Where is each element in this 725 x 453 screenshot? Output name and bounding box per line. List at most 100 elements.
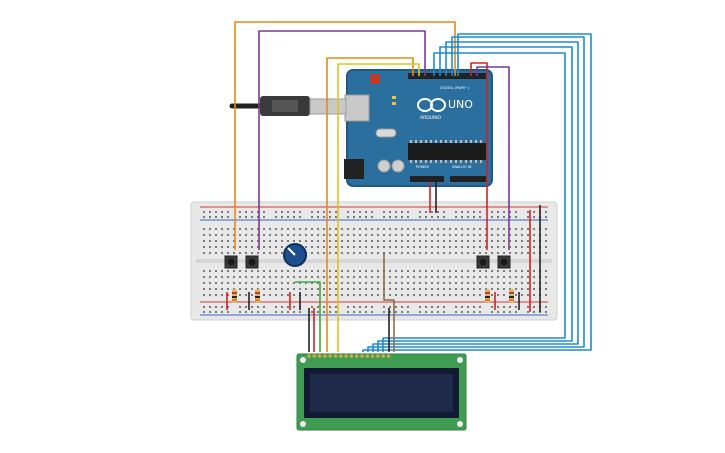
breadboard-hole bbox=[329, 306, 331, 308]
breadboard-hole bbox=[473, 282, 475, 284]
wires bbox=[226, 21, 592, 352]
breadboard-hole bbox=[389, 270, 391, 272]
breadboard-hole bbox=[245, 311, 247, 313]
breadboard-hole bbox=[371, 234, 373, 236]
capacitor-1 bbox=[377, 159, 391, 173]
breadboard-hole bbox=[395, 288, 397, 290]
breadboard-hole bbox=[419, 246, 421, 248]
breadboard-hole bbox=[455, 270, 457, 272]
breadboard-hole bbox=[401, 252, 403, 254]
breadboard-hole bbox=[311, 228, 313, 230]
breadboard-hole bbox=[227, 276, 229, 278]
resistor-3 bbox=[485, 289, 490, 303]
breadboard-hole bbox=[287, 234, 289, 236]
breadboard-hole bbox=[473, 246, 475, 248]
breadboard-hole bbox=[455, 288, 457, 290]
breadboard-hole bbox=[299, 276, 301, 278]
breadboard-hole bbox=[485, 270, 487, 272]
breadboard-hole bbox=[443, 282, 445, 284]
breadboard-hole bbox=[251, 276, 253, 278]
breadboard-hole bbox=[317, 246, 319, 248]
breadboard-hole bbox=[317, 270, 319, 272]
chip-pin bbox=[430, 140, 432, 143]
breadboard-hole bbox=[221, 276, 223, 278]
breadboard-hole bbox=[269, 276, 271, 278]
breadboard-hole bbox=[515, 306, 517, 308]
breadboard-hole bbox=[335, 306, 337, 308]
chip-pin bbox=[420, 160, 422, 163]
breadboard-hole bbox=[443, 246, 445, 248]
breadboard-hole bbox=[215, 294, 217, 296]
breadboard-hole bbox=[341, 252, 343, 254]
breadboard-hole bbox=[527, 282, 529, 284]
breadboard-hole bbox=[365, 306, 367, 308]
chip-pin bbox=[465, 160, 467, 163]
breadboard-hole bbox=[461, 288, 463, 290]
breadboard-hole bbox=[395, 228, 397, 230]
breadboard-hole bbox=[533, 211, 535, 213]
breadboard-hole bbox=[443, 311, 445, 313]
breadboard-hole bbox=[329, 246, 331, 248]
breadboard-hole bbox=[473, 270, 475, 272]
breadboard-hole bbox=[299, 211, 301, 213]
breadboard-hole bbox=[395, 211, 397, 213]
breadboard-hole bbox=[437, 228, 439, 230]
breadboard-hole bbox=[335, 276, 337, 278]
breadboard-hole bbox=[491, 211, 493, 213]
breadboard-hole bbox=[449, 276, 451, 278]
breadboard-hole bbox=[431, 234, 433, 236]
lcd-display bbox=[296, 353, 467, 431]
breadboard-hole bbox=[251, 270, 253, 272]
breadboard-hole bbox=[317, 311, 319, 313]
chip-pin bbox=[475, 140, 477, 143]
chip-pin bbox=[410, 160, 412, 163]
breadboard-hole bbox=[365, 282, 367, 284]
breadboard-hole bbox=[209, 270, 211, 272]
breadboard-hole bbox=[455, 246, 457, 248]
breadboard-hole bbox=[215, 216, 217, 218]
breadboard-hole bbox=[455, 228, 457, 230]
breadboard-hole bbox=[227, 211, 229, 213]
power-jack bbox=[344, 159, 364, 179]
breadboard-hole bbox=[263, 282, 265, 284]
analog-pin-header bbox=[450, 176, 486, 182]
breadboard-hole bbox=[347, 276, 349, 278]
breadboard-hole bbox=[431, 282, 433, 284]
breadboard-hole bbox=[293, 234, 295, 236]
wire-blue-lcd-5 bbox=[362, 33, 592, 352]
breadboard-hole bbox=[443, 288, 445, 290]
breadboard-hole bbox=[497, 240, 499, 242]
breadboard-hole bbox=[479, 276, 481, 278]
breadboard-hole bbox=[395, 306, 397, 308]
breadboard-hole bbox=[275, 276, 277, 278]
breadboard-hole bbox=[545, 228, 547, 230]
breadboard-hole bbox=[269, 282, 271, 284]
breadboard-hole bbox=[527, 270, 529, 272]
breadboard-hole bbox=[431, 276, 433, 278]
breadboard-hole bbox=[335, 234, 337, 236]
breadboard-hole bbox=[509, 216, 511, 218]
breadboard-hole bbox=[323, 276, 325, 278]
breadboard-hole bbox=[509, 306, 511, 308]
pushbutton-3-cap bbox=[479, 258, 487, 266]
breadboard-hole bbox=[347, 294, 349, 296]
breadboard-hole bbox=[215, 288, 217, 290]
breadboard-hole bbox=[371, 240, 373, 242]
breadboard-hole bbox=[323, 216, 325, 218]
breadboard-hole bbox=[389, 311, 391, 313]
wire-orange-button1 bbox=[234, 21, 456, 250]
breadboard-hole bbox=[467, 311, 469, 313]
breadboard-hole bbox=[527, 228, 529, 230]
breadboard-hole bbox=[401, 294, 403, 296]
breadboard-hole bbox=[389, 246, 391, 248]
breadboard-hole bbox=[545, 288, 547, 290]
breadboard-hole bbox=[293, 311, 295, 313]
breadboard-hole bbox=[545, 246, 547, 248]
breadboard-hole bbox=[281, 240, 283, 242]
breadboard-hole bbox=[467, 216, 469, 218]
breadboard-hole bbox=[293, 282, 295, 284]
breadboard-hole bbox=[509, 311, 511, 313]
breadboard-hole bbox=[245, 306, 247, 308]
breadboard-hole bbox=[521, 246, 523, 248]
breadboard-hole bbox=[455, 234, 457, 236]
